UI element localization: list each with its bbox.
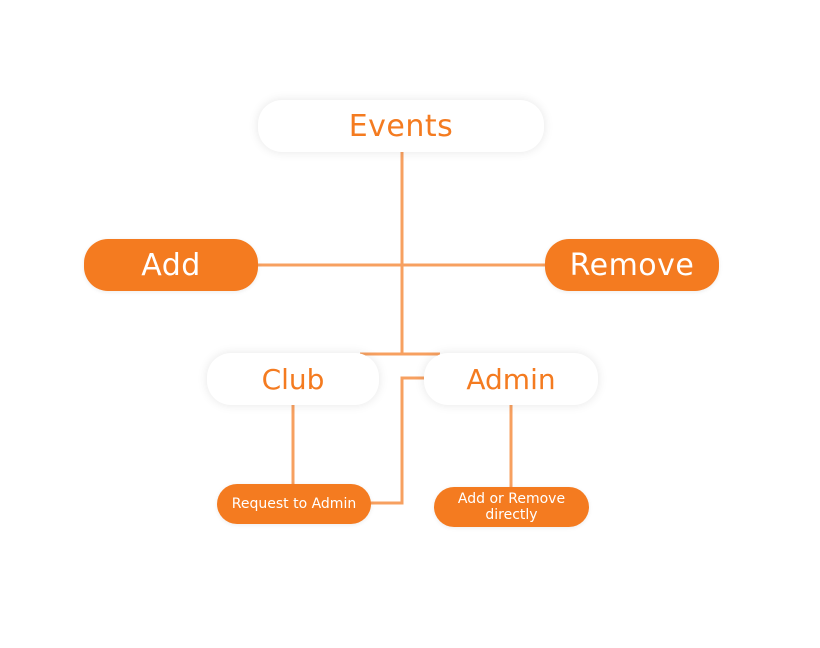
node-add: Add bbox=[84, 239, 258, 291]
node-admin: Admin bbox=[424, 353, 598, 405]
connector-request-to-admin bbox=[370, 376, 424, 505]
node-remove: Remove bbox=[545, 239, 719, 291]
node-add-or-remove-directly: Add or Remove directly bbox=[434, 487, 589, 527]
node-events: Events bbox=[258, 100, 544, 152]
node-club: Club bbox=[207, 353, 379, 405]
node-request-to-admin: Request to Admin bbox=[217, 484, 371, 524]
